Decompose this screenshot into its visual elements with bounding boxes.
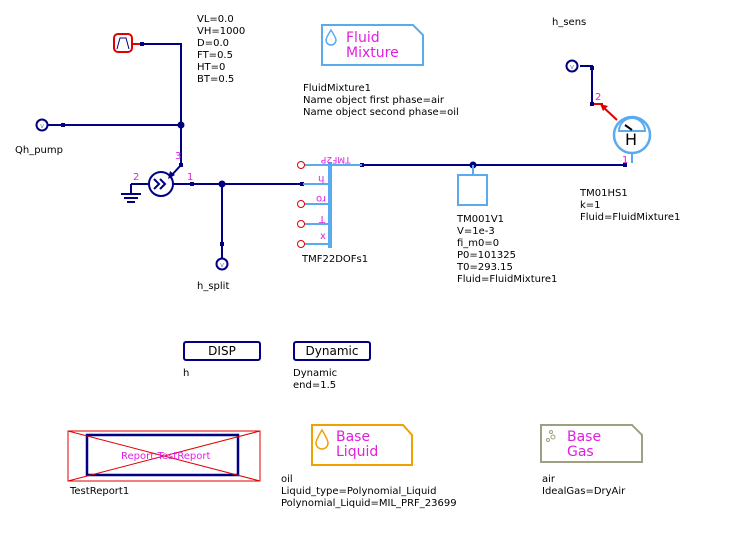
h-sens-label: h_sens — [552, 17, 587, 28]
base-gas-title: Base Gas — [567, 429, 602, 460]
base-liquid-title: Base Liquid — [336, 429, 379, 460]
dynamic-params: Dynamic end=1.5 — [293, 368, 338, 391]
fluid-mixture-title: Fluid Mixture — [346, 30, 399, 61]
tmf22dofs-label: TMF22DOFs1 — [302, 254, 369, 265]
pump-pin1-label: 1 — [187, 172, 194, 183]
volume-params: TM001V1 V=1e-3 fi_m0=0 P0=101325 T0=293.… — [457, 214, 558, 285]
base-liquid-card[interactable] — [311, 424, 413, 466]
junction-dot — [177, 121, 185, 129]
gas-bubbles-icon — [546, 430, 556, 442]
pin-square — [220, 242, 224, 246]
enthalpy-sensor[interactable] — [594, 103, 652, 163]
pump-pin3-label: 3 — [175, 151, 182, 162]
pin-square — [590, 102, 594, 106]
pin-square — [590, 66, 594, 70]
pump-pin2-label: 2 — [133, 172, 140, 183]
h-split-probe[interactable]: v — [215, 257, 229, 271]
sensor-pin2-label: 2 — [595, 92, 602, 103]
pump-icon — [153, 178, 161, 190]
sensor-params: TM01HS1 k=1 Fluid=FluidMixture1 — [580, 188, 681, 223]
test-report[interactable] — [67, 430, 261, 482]
qh-pump-probe[interactable]: v — [35, 118, 49, 132]
dynamic-button[interactable]: Dynamic — [293, 341, 371, 361]
tmf22dofs-component[interactable] — [297, 161, 363, 249]
trapezoid-pulse-icon — [116, 37, 130, 50]
pin-square — [190, 182, 194, 186]
source-params: VL=0.0 VH=1000 D=0.0 FT=0.5 HT=0 BT=0.5 — [197, 14, 246, 85]
base-gas-params: air IdealGas=DryAir — [542, 474, 626, 497]
port-label-x: x — [320, 231, 326, 242]
droplet-icon — [325, 28, 337, 46]
base-gas-card[interactable] — [540, 424, 643, 463]
voltage-probe-icon: v — [570, 63, 574, 71]
wire-source[interactable] — [142, 43, 182, 125]
h-sens-probe[interactable]: v — [565, 59, 579, 73]
port-circle[interactable] — [297, 220, 305, 228]
disp-button[interactable]: DISP — [183, 341, 261, 361]
port-circle[interactable] — [297, 200, 305, 208]
port-circle[interactable] — [297, 240, 305, 248]
trapezoid-source[interactable] — [113, 33, 140, 53]
sensor-symbol: H — [625, 130, 638, 149]
port-label-h: h — [318, 173, 325, 184]
report-inner-label: Report:TestReport — [121, 451, 211, 462]
pin-square — [61, 123, 65, 127]
port-label-ro: ro — [316, 193, 327, 204]
h-split-label: h_split — [197, 281, 230, 292]
report-label: TestReport1 — [70, 486, 130, 497]
gauge-icon — [617, 117, 647, 132]
volume-component[interactable] — [457, 165, 488, 206]
pin-square — [623, 163, 627, 167]
base-liquid-params: oil Liquid_type=Polynomial_Liquid Polyno… — [281, 474, 457, 509]
pump[interactable] — [148, 164, 182, 197]
qh-pump-label: Qh_pump — [15, 145, 63, 156]
droplet-icon — [315, 428, 329, 450]
pin-square — [140, 42, 144, 46]
junction-dot — [218, 180, 226, 188]
fluid-mixture-params: FluidMixture1 Name object first phase=ai… — [303, 83, 459, 118]
voltage-probe-icon: v — [40, 122, 44, 130]
fluid-mixture-card[interactable] — [321, 24, 424, 66]
port-label-t: T — [319, 213, 326, 224]
voltage-probe-icon: v — [220, 261, 224, 269]
sensor-pin1-label: 1 — [622, 155, 629, 166]
port-label-tmf2p: TMF2P — [321, 154, 351, 164]
ground-icon — [121, 193, 141, 203]
disp-params: h — [183, 368, 190, 379]
wire-h-sens[interactable] — [580, 65, 593, 104]
port-circle[interactable] — [297, 161, 305, 169]
pin-square — [300, 182, 304, 186]
